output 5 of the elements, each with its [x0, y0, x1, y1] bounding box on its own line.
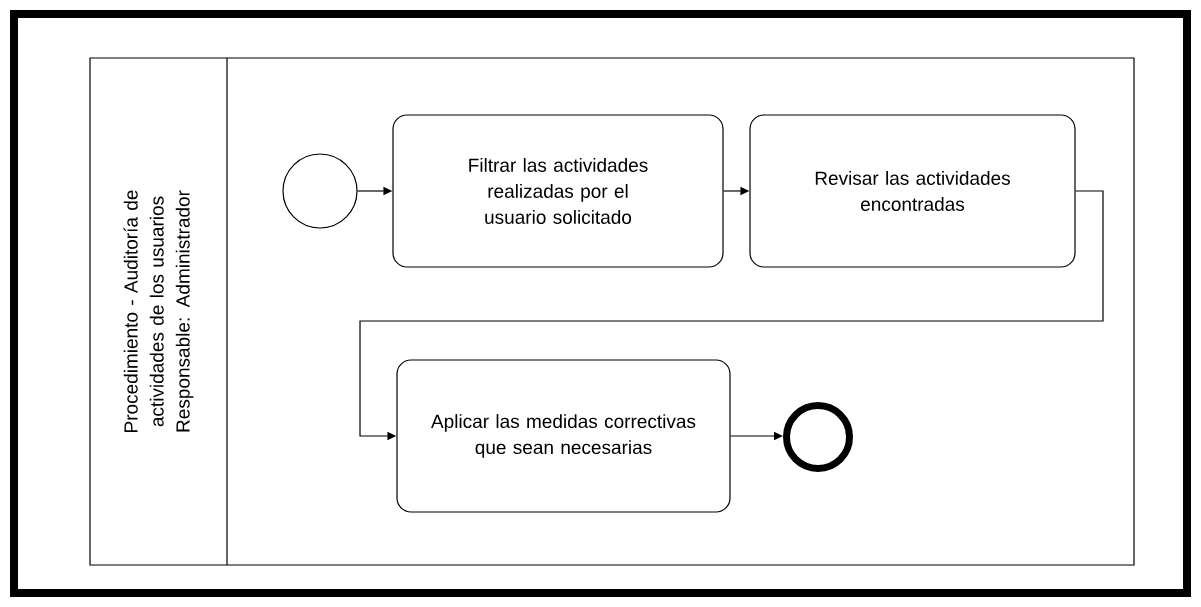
- task-box: Filtrar las actividades realizadas por el usuario solicitado: [392, 114, 724, 268]
- start-event-circle: [282, 153, 358, 229]
- task-box: Revisar las actividades encontradas: [749, 114, 1076, 268]
- end-event-circle: [783, 402, 853, 472]
- task-box: Aplicar las medidas correctivas que sean necesarias: [396, 359, 731, 513]
